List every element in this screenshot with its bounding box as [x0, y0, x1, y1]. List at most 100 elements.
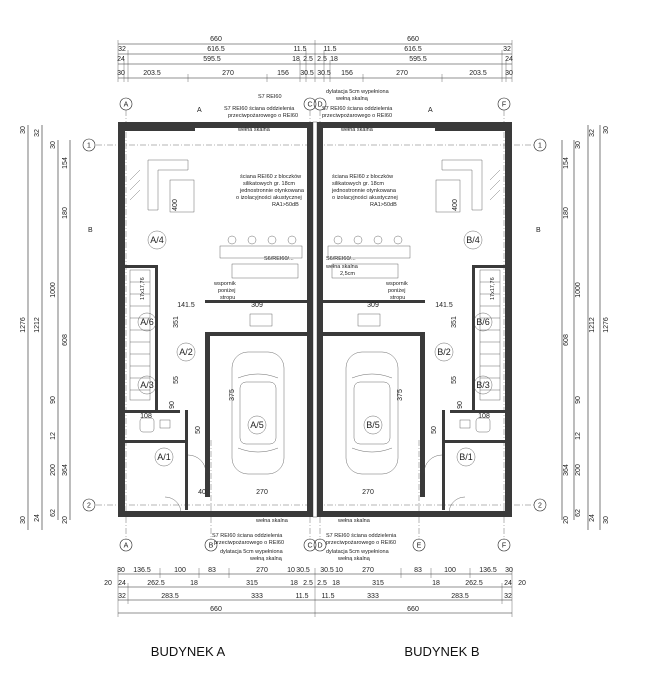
dim-top-r3-3: 2.5 — [303, 56, 313, 63]
dim-left-4: 180 — [62, 207, 69, 219]
dim-top-r4-1: 203.5 — [143, 70, 161, 77]
dim-bot-r1-9: 270 — [362, 567, 374, 574]
dim-bot-r2-12: 24 — [504, 580, 512, 587]
dim-top-r4-2: 270 — [222, 70, 234, 77]
note-bot-dil-b-2: wełną skalną — [337, 556, 371, 562]
dim-left-6: 364 — [62, 464, 69, 476]
axis-1-right: 1 — [538, 143, 542, 150]
idim-55b: 55 — [451, 376, 458, 384]
dim-left-10: 12 — [50, 432, 57, 440]
axis-c-bottom: C — [307, 543, 312, 550]
room-a2: A/2 — [179, 347, 193, 357]
note-wall-b-3: jednostronnie otynkowana — [331, 188, 397, 194]
idim-270a: 270 — [256, 489, 268, 496]
car-a — [231, 351, 285, 475]
dim-bot-r1-1: 136.5 — [133, 567, 151, 574]
annotations: S7 REI60 dylatacja 5cm wypełniona wełną … — [140, 89, 496, 562]
note-wall-b-4: o izolacyjności akustycznej — [332, 195, 398, 201]
dim-bot-r3-4: 11.5 — [321, 593, 334, 600]
note-welna-a: wełna skalna — [237, 127, 271, 133]
dim-left-12: 32 — [34, 129, 41, 137]
room-b2: B/2 — [437, 347, 451, 357]
room-a4: A/4 — [150, 235, 164, 245]
note-bot-s7b-1: S7 REI60 ściana oddzielenia — [326, 533, 397, 539]
room-a6: A/6 — [140, 317, 154, 327]
note-bot-welna-b: wełna skalna — [337, 518, 371, 524]
room-a5: A/5 — [250, 420, 264, 430]
note-stairs-b: 17x17,76 — [490, 277, 496, 300]
dim-right-7: 200 — [575, 464, 582, 476]
idim-351b: 351 — [451, 316, 458, 328]
axis-1-left: 1 — [87, 143, 91, 150]
dim-right-5: 154 — [563, 157, 570, 169]
dim-right-11: 30 — [603, 126, 610, 134]
note-wspornik-b-3: stropu — [390, 295, 405, 301]
dim-top-r2-2: 11.5 — [293, 46, 306, 53]
dim-top-r4-9: 30 — [505, 70, 513, 77]
dim-top-r1-0: 660 — [210, 36, 222, 43]
dim-bot-r2-10: 18 — [432, 580, 440, 587]
dim-top-r3-6: 595.5 — [409, 56, 427, 63]
dim-left-0: 1276 — [20, 317, 27, 333]
dim-bot-r1-5: 10 — [287, 567, 295, 574]
note-bot-s7b-2: przeciwpożarowego o REI60 — [326, 540, 396, 546]
idim-108b: 108 — [478, 413, 490, 420]
idim-309a: 309 — [251, 302, 263, 309]
interior-dimensions: 141.5 309 309 141.5 351 351 270 270 40 1… — [140, 199, 490, 496]
dim-bot-r2-13: 20 — [518, 580, 526, 587]
top-dimension-chains: 660 660 32 616.5 11.5 11.5 616.5 32 24 5… — [117, 36, 513, 82]
building-walls — [118, 121, 512, 518]
idim-40: 40 — [198, 489, 206, 496]
note-bot-s7a-2: przeciwpożarowego o REI60 — [214, 540, 284, 546]
note-wall-a-2: silikatowych gr. 18cm — [243, 181, 295, 187]
room-b4: B/4 — [466, 235, 480, 245]
dim-right-12: 32 — [589, 129, 596, 137]
dim-bot-r1-12: 136.5 — [479, 567, 497, 574]
dim-top-r4-7: 270 — [396, 70, 408, 77]
room-labels: A/4 A/2 A/3 A/1 A/5 A/6 B/4 B/2 B/3 B/1 … — [137, 230, 493, 467]
dim-bot-r2-2: 262.5 — [147, 580, 165, 587]
dim-top-r4-4: 30.5 — [300, 70, 314, 77]
dim-bot-r3-0: 32 — [118, 593, 126, 600]
section-a-right: A — [428, 107, 433, 114]
dim-bot-r1-4: 270 — [256, 567, 268, 574]
idim-351a: 351 — [173, 316, 180, 328]
dim-left-7: 200 — [50, 464, 57, 476]
dim-left-16: 30 — [20, 516, 27, 524]
note-wspornik-a-3: stropu — [220, 295, 235, 301]
right-dimension-chains: 1276 1212 1000 608 180 154 364 200 90 30… — [561, 125, 610, 530]
dim-bot-r2-5: 18 — [290, 580, 298, 587]
room-b6: B/6 — [476, 317, 490, 327]
dim-bot-r2-7: 2.5 — [317, 580, 327, 587]
note-wspornik-a-1: wspornik — [213, 281, 236, 287]
axis-d-bottom: D — [317, 543, 322, 550]
axis-f-top: F — [502, 102, 506, 109]
dim-right-2: 1000 — [575, 282, 582, 298]
dim-left-5: 154 — [62, 157, 69, 169]
caption-building-b: BUDYNEK B — [404, 644, 479, 659]
dim-right-8: 90 — [575, 396, 582, 404]
dim-top-r2-3: 11.5 — [323, 46, 336, 53]
dim-bot-r3-5: 333 — [367, 593, 379, 600]
note-welna-b: wełna skalna — [340, 127, 374, 133]
dim-bot-r1-13: 30 — [505, 567, 513, 574]
dim-bot-r3-7: 32 — [504, 593, 512, 600]
dim-bot-r4-0: 660 — [210, 606, 222, 613]
dim-bot-r2-1: 24 — [118, 580, 126, 587]
axis-a-bottom: A — [124, 543, 129, 550]
dim-top-r2-4: 616.5 — [404, 46, 422, 53]
note-wall-a-5: RA1>50dB — [272, 202, 299, 208]
note-welna-mid-2: 2,5cm — [340, 271, 355, 277]
dim-top-r1-1: 660 — [407, 36, 419, 43]
axis-c-top: C — [307, 102, 312, 109]
axis-e-bottom: E — [417, 543, 422, 550]
dim-left-3: 608 — [62, 334, 69, 346]
idim-400a: 400 — [172, 199, 179, 211]
axis-a-top: A — [124, 102, 129, 109]
dim-bot-r2-4: 315 — [246, 580, 258, 587]
dim-bot-r3-6: 283.5 — [451, 593, 469, 600]
dim-bot-r2-8: 18 — [332, 580, 340, 587]
note-s7b-1: S7 REI60 ściana oddzielenia — [322, 106, 393, 112]
dim-top-r2-0: 32 — [118, 46, 126, 53]
